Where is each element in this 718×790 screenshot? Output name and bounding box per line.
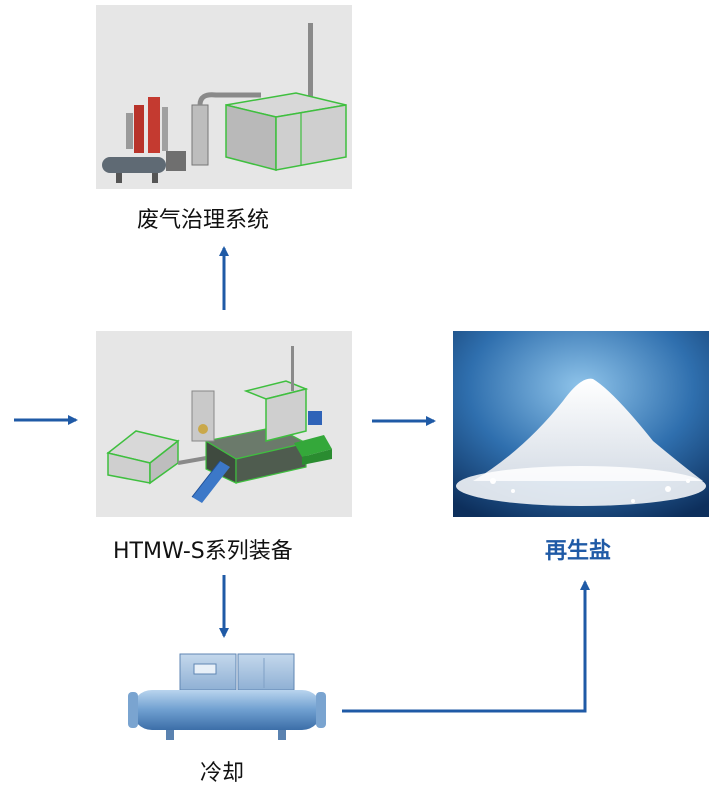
htmw-equipment-label: HTMW-S系列装备 (113, 539, 293, 564)
regenerated-salt-label: 再生盐 (545, 539, 612, 564)
waste-gas-system-image (96, 5, 352, 189)
cooling-label: 冷却 (200, 761, 245, 786)
waste-gas-system-label: 废气治理系统 (137, 208, 270, 233)
regenerated-salt-image (453, 331, 709, 517)
cooling-unit-image (128, 650, 326, 742)
arrow-cooling-to-salt (342, 580, 590, 713)
htmw-equipment-image (96, 331, 352, 517)
